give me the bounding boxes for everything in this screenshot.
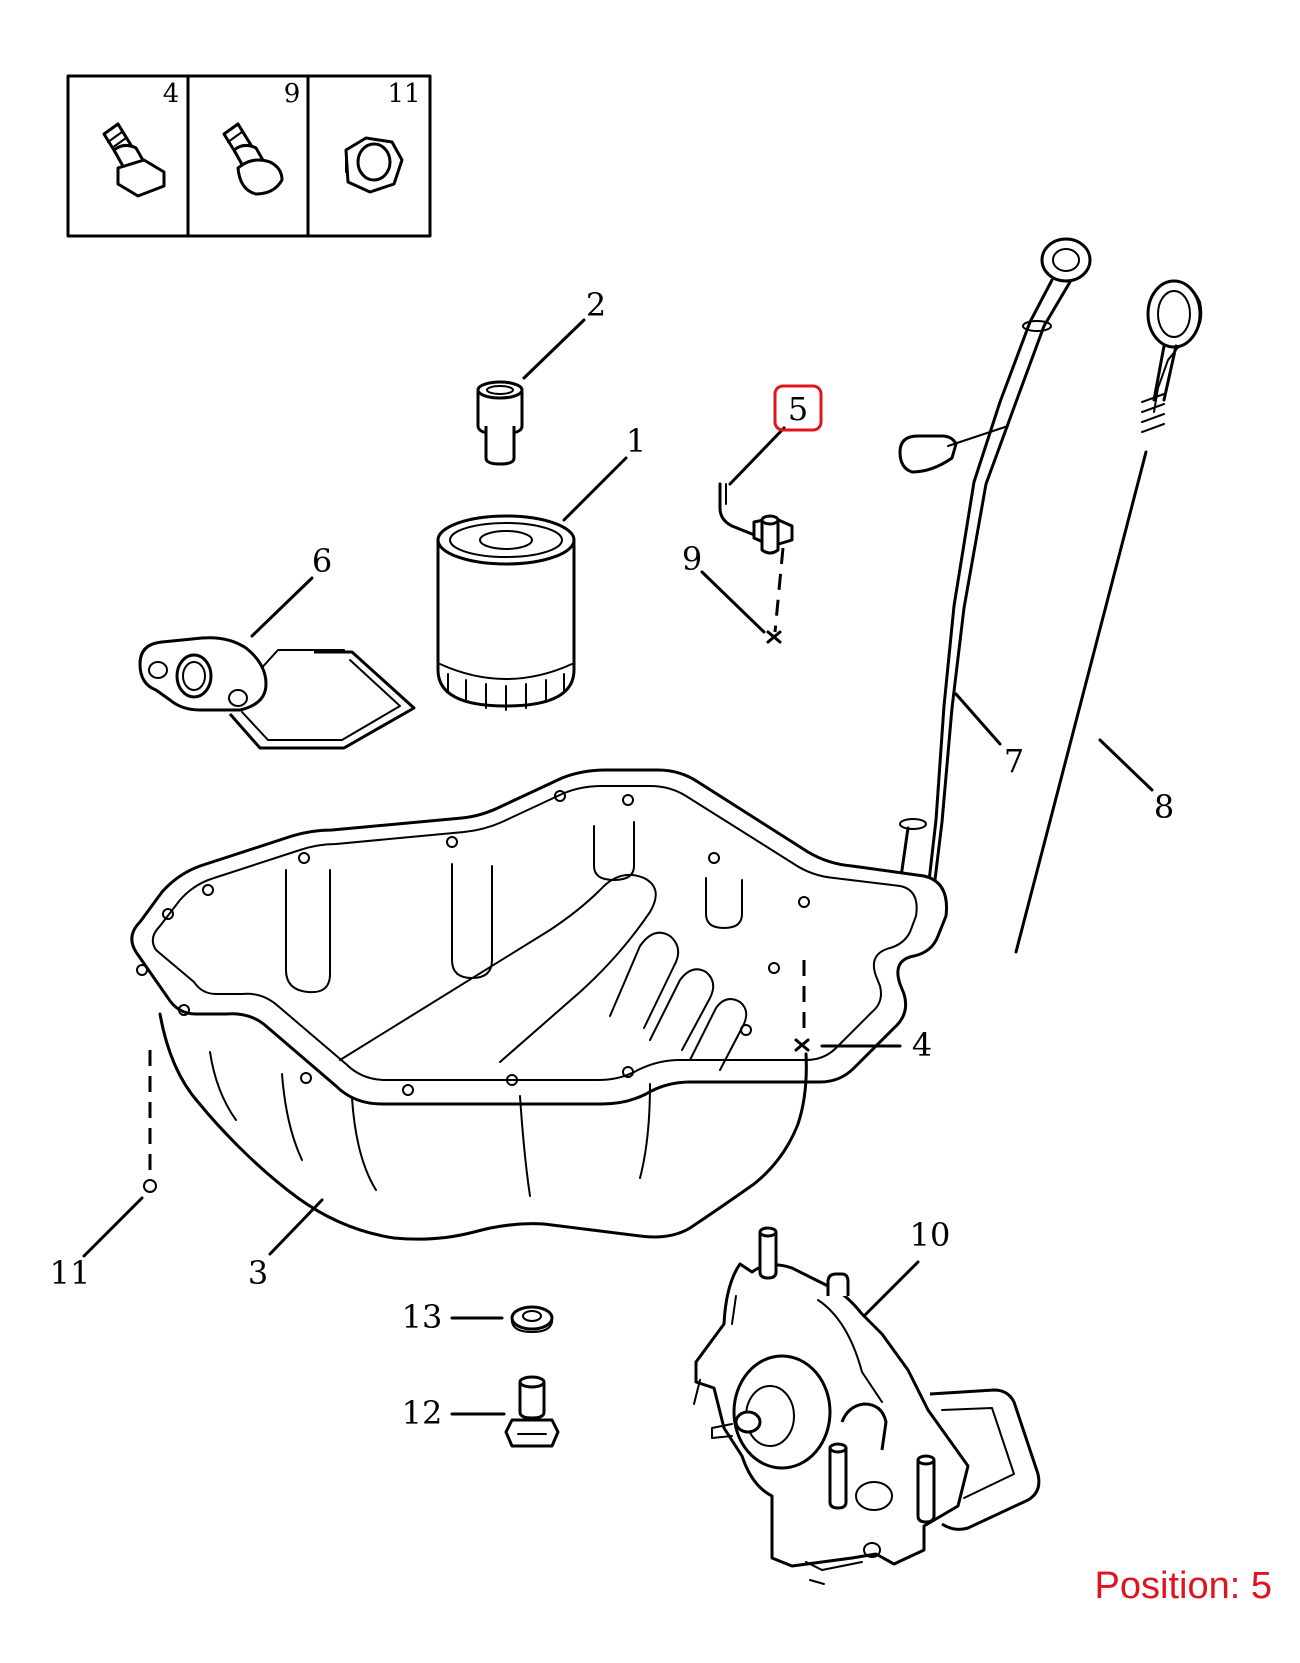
bolt-9-icon	[222, 122, 284, 196]
nut-11-icon	[344, 136, 404, 194]
callout-3: 3	[248, 1254, 268, 1292]
callout-11: 11	[50, 1254, 91, 1292]
callout-1: 1	[626, 422, 646, 460]
callout-6: 6	[312, 542, 332, 580]
callout-10: 10	[910, 1216, 951, 1254]
position-indicator: Position: 5	[1094, 1565, 1272, 1607]
part-12-drain-bolt: 12	[402, 1375, 560, 1448]
callout-7: 7	[1004, 742, 1024, 780]
callout-12: 12	[402, 1394, 443, 1432]
bolt-4-icon	[102, 122, 166, 198]
callout-2: 2	[586, 286, 606, 324]
part-5-oil-pipe: 5 9	[682, 384, 823, 644]
legend-label-11: 11	[387, 79, 420, 109]
part-3-oil-pan: 3 4 11	[50, 768, 949, 1292]
part-13-washer: 13	[402, 1298, 554, 1336]
legend-label-4: 4	[163, 79, 180, 109]
legend-label-9: 9	[284, 79, 301, 109]
callout-5: 5	[788, 390, 808, 428]
part-8-dipstick: 8	[1014, 279, 1203, 954]
fastener-legend-box: 4 9 11	[66, 74, 432, 238]
part-10-oil-pump: 10	[693, 1216, 1041, 1585]
part-2-sleeve: 2	[476, 286, 606, 466]
callout-4: 4	[912, 1026, 932, 1064]
part-7-dipstick-tube: 7	[888, 237, 1092, 956]
callout-8: 8	[1154, 788, 1174, 826]
part-1-oil-filter: 1	[436, 422, 646, 711]
part-6-strainer: 6	[138, 542, 416, 750]
callout-13: 13	[402, 1298, 443, 1336]
callout-9: 9	[682, 540, 702, 578]
callout-5-highlight	[773, 384, 823, 432]
